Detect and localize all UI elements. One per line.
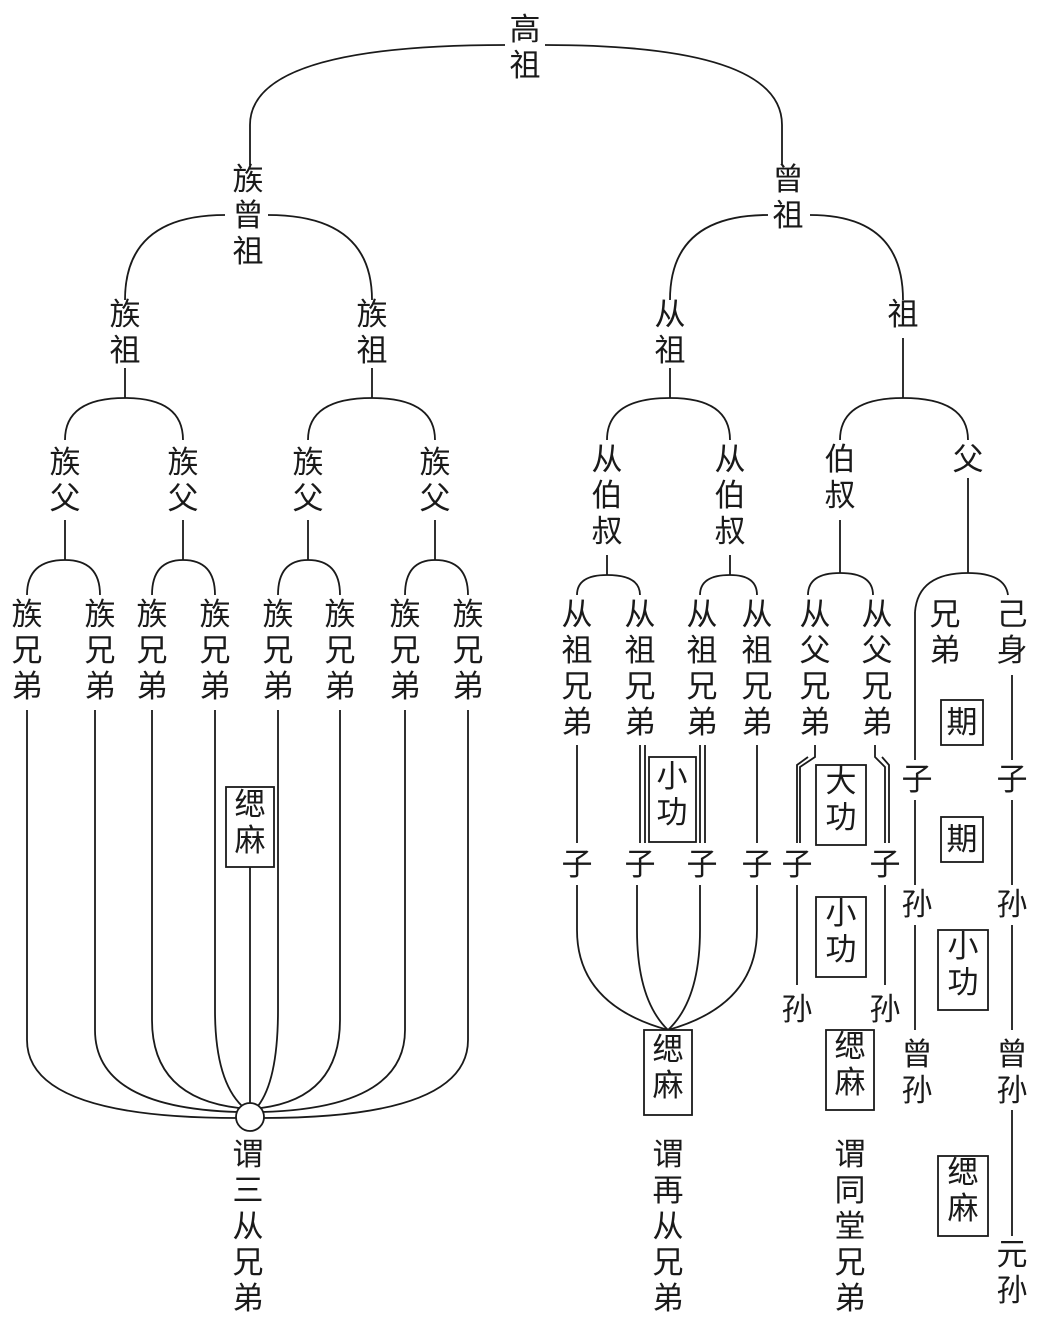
captions: 谓三从兄弟 谓再从兄弟 谓同堂兄弟 [233, 1137, 866, 1317]
node-zi-3: 子 [687, 847, 718, 883]
node-congzuxiongdi-3: 从祖兄弟 [687, 597, 718, 741]
node-xiongdi: 兄弟 [930, 597, 961, 669]
node-zi-4: 子 [742, 847, 773, 883]
node-zufu-3: 族父 [293, 445, 324, 517]
mourning-xiaogong-3: 小功 [948, 929, 979, 1001]
node-sun-3: 孙 [902, 887, 933, 923]
node-zu: 祖 [888, 297, 919, 333]
mourning-ji-1: 期 [947, 705, 978, 741]
mourning-sima-4: 缌麻 [948, 1155, 979, 1227]
node-congboshu-right: 从伯叔 [715, 442, 746, 550]
node-zuxiongdi-2: 族兄弟 [85, 597, 116, 705]
mourning-boxes [225, 699, 989, 1237]
node-zuxiongdi-5: 族兄弟 [263, 597, 294, 705]
mourning-dagong: 大功 [826, 764, 857, 836]
node-congfuxiongdi-2: 从父兄弟 [862, 597, 893, 741]
node-zi-8: 子 [997, 762, 1028, 798]
kinship-nodes: 高祖 族曾祖 曾祖 族祖 族祖 从祖 祖 族父 族父 族父 族父 从伯叔 从伯叔… [12, 12, 1028, 1309]
node-zengzu: 曾祖 [773, 162, 804, 234]
node-zufu-4: 族父 [420, 445, 451, 517]
node-boshu: 伯叔 [825, 442, 856, 514]
caption-tongtang: 谓同堂兄弟 [835, 1137, 866, 1317]
node-congzuxiongdi-1: 从祖兄弟 [562, 597, 593, 741]
node-jishen: 己身 [997, 597, 1028, 669]
node-zuxiongdi-7: 族兄弟 [390, 597, 421, 705]
connector-lines [26, 44, 1013, 1236]
mourning-sima-3: 缌麻 [835, 1029, 866, 1101]
mourning-xiaogong-1: 小功 [657, 759, 688, 831]
node-zuxiongdi-6: 族兄弟 [325, 597, 356, 705]
node-congzuxiongdi-2: 从祖兄弟 [625, 597, 656, 741]
node-yuansun: 元孙 [997, 1237, 1028, 1309]
node-fu: 父 [953, 442, 984, 478]
node-zi-2: 子 [625, 847, 656, 883]
node-zi-7: 子 [902, 762, 933, 798]
node-zuxiongdi-8: 族兄弟 [453, 597, 484, 705]
node-congboshu-left: 从伯叔 [592, 442, 623, 550]
node-gaozu: 高祖 [510, 12, 541, 84]
node-congfuxiongdi-1: 从父兄弟 [800, 597, 831, 741]
node-congzuxiongdi-4: 从祖兄弟 [742, 597, 773, 741]
node-sun-1: 孙 [782, 992, 813, 1028]
mourning-labels: 缌麻 小功 缌麻 大功 小功 缌麻 期 期 小功 缌麻 [235, 705, 979, 1227]
node-zi-6: 子 [870, 847, 901, 883]
node-zuzu-right: 族祖 [357, 297, 388, 369]
node-zengsun-1: 曾孙 [902, 1037, 933, 1109]
caption-sancong: 谓三从兄弟 [233, 1137, 264, 1317]
mourning-sima-2: 缌麻 [653, 1032, 684, 1104]
node-zufu-1: 族父 [50, 445, 81, 517]
node-zi-5: 子 [782, 847, 813, 883]
node-congzu: 从祖 [655, 297, 686, 369]
mourning-ji-2: 期 [947, 822, 978, 858]
mourning-sima-1: 缌麻 [235, 787, 266, 859]
node-zuxiongdi-4: 族兄弟 [200, 597, 231, 705]
node-zufu-2: 族父 [168, 445, 199, 517]
node-zuxiongdi-3: 族兄弟 [137, 597, 168, 705]
node-sun-4: 孙 [997, 887, 1028, 923]
node-sun-2: 孙 [870, 992, 901, 1028]
caption-zaicong: 谓再从兄弟 [653, 1137, 684, 1317]
node-zu-zengzu: 族曾祖 [233, 162, 264, 270]
mourning-xiaogong-2: 小功 [826, 896, 857, 968]
node-zuzu-left: 族祖 [110, 297, 141, 369]
node-zi-1: 子 [562, 847, 593, 883]
node-zuxiongdi-1: 族兄弟 [12, 597, 43, 705]
node-zengsun-2: 曾孙 [997, 1037, 1028, 1109]
